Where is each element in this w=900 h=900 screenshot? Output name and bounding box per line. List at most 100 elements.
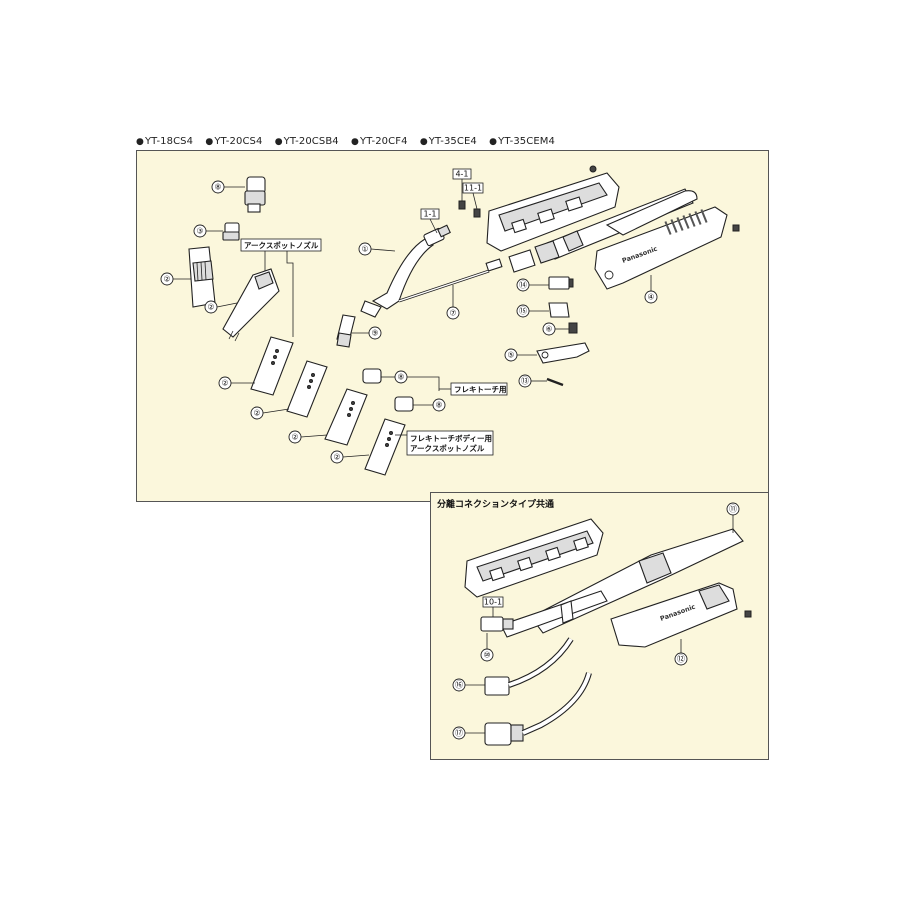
svg-text:4-1: 4-1 bbox=[455, 170, 468, 179]
svg-text:④: ④ bbox=[647, 293, 654, 302]
svg-text:⑥: ⑥ bbox=[545, 325, 552, 334]
svg-text:アークスポットノズル: アークスポットノズル bbox=[410, 443, 485, 453]
svg-text:⑦: ⑦ bbox=[449, 309, 456, 318]
svg-text:②: ② bbox=[163, 275, 170, 284]
model-item: ●YT-18CS4 bbox=[136, 136, 194, 147]
model-item: ●YT-20CSB4 bbox=[274, 136, 339, 147]
callout-2: ② bbox=[218, 376, 232, 390]
svg-text:⑬: ⑬ bbox=[521, 377, 529, 386]
svg-text:⑧: ⑧ bbox=[435, 401, 442, 410]
panel-title: 分離コネクションタイプ共通 bbox=[437, 500, 555, 510]
callout-2: ② bbox=[250, 406, 264, 420]
part-4-handle-cover: Panasonic bbox=[594, 206, 728, 290]
part-2-arc-spot-nozzle-a bbox=[250, 336, 294, 396]
part-9-tip-body bbox=[336, 314, 356, 348]
callout-8: ⑧ bbox=[211, 180, 225, 194]
svg-text:1-1: 1-1 bbox=[423, 210, 436, 219]
callout-6: ⑥ bbox=[542, 322, 556, 336]
model-item: ●YT-20CS4 bbox=[205, 136, 263, 147]
svg-text:②: ② bbox=[207, 303, 214, 312]
part-8-flex-b bbox=[394, 396, 414, 412]
callout-15: ⑮ bbox=[516, 304, 530, 318]
screw-icon bbox=[732, 224, 740, 232]
part-2-arc-spot-nozzle-d bbox=[364, 418, 406, 476]
callout-16: ⑯ bbox=[452, 678, 466, 692]
callout-10-1: 10-1 bbox=[482, 596, 504, 608]
part-7-liner bbox=[398, 258, 503, 303]
svg-text:⑰: ⑰ bbox=[455, 729, 463, 738]
screw-icon bbox=[473, 208, 481, 218]
callout-14: ⑭ bbox=[516, 278, 530, 292]
svg-text:⑫: ⑫ bbox=[677, 655, 685, 664]
callout-11: ⑪ bbox=[726, 502, 740, 516]
callout-1-1: 1-1 bbox=[420, 208, 440, 220]
callout-13: ⑬ bbox=[518, 374, 532, 388]
svg-text:②: ② bbox=[221, 379, 228, 388]
part-8-flex-a bbox=[362, 368, 382, 384]
callout-4-1: 4-1 bbox=[452, 168, 472, 180]
svg-text:10-1: 10-1 bbox=[484, 598, 502, 607]
part-12-handle-cover: Panasonic bbox=[610, 582, 738, 648]
svg-text:フレキトーチボディー用: フレキトーチボディー用 bbox=[410, 433, 492, 443]
part-6-spring bbox=[568, 322, 578, 334]
screw-icon bbox=[458, 200, 466, 210]
callout-17: ⑰ bbox=[452, 726, 466, 740]
main-exploded-diagram: ⑧ ③ ② アークスポットノズル bbox=[160, 165, 740, 476]
label-flex-torch: フレキトーチ用 bbox=[450, 382, 508, 396]
callout-2: ② bbox=[288, 430, 302, 444]
model-list: ●YT-18CS4 ●YT-20CS4 ●YT-20CSB4 ●YT-20CF4… bbox=[136, 136, 564, 150]
svg-text:②: ② bbox=[253, 409, 260, 418]
svg-text:①: ① bbox=[361, 245, 368, 254]
callout-2: ② bbox=[204, 300, 218, 314]
svg-text:②: ② bbox=[333, 453, 340, 462]
part-handle-body-half bbox=[486, 165, 620, 252]
svg-text:⑤: ⑤ bbox=[507, 351, 514, 360]
svg-text:⑩: ⑩ bbox=[483, 651, 490, 660]
part-14-switch bbox=[548, 276, 574, 290]
callout-2: ② bbox=[330, 450, 344, 464]
main-parts-panel: ⑧ ③ ② アークスポットノズル bbox=[136, 150, 769, 502]
label-arc-spot-nozzle: アークスポットノズル bbox=[240, 238, 322, 252]
callout-4: ④ bbox=[644, 290, 658, 304]
part-power-cable-tube bbox=[508, 188, 698, 273]
svg-text:⑯: ⑯ bbox=[455, 681, 463, 690]
model-item: ●YT-20CF4 bbox=[351, 136, 408, 147]
part-11-body-tube bbox=[500, 528, 744, 638]
part-2-arc-spot-nozzle bbox=[222, 268, 280, 342]
callout-2: ② bbox=[160, 272, 174, 286]
svg-text:フレキトーチ用: フレキトーチ用 bbox=[454, 385, 507, 394]
callout-8: ⑧ bbox=[432, 398, 446, 412]
svg-text:⑨: ⑨ bbox=[371, 329, 378, 338]
svg-text:11-1: 11-1 bbox=[464, 184, 482, 193]
part-16-gas-hose bbox=[484, 637, 574, 696]
callout-11-1: 11-1 bbox=[462, 182, 484, 194]
model-item: ●YT-35CEM4 bbox=[489, 136, 555, 147]
part-handle-body-half-sub bbox=[464, 518, 604, 598]
callout-8: ⑧ bbox=[394, 370, 408, 384]
svg-text:アークスポットノズル: アークスポットノズル bbox=[244, 240, 319, 250]
part-15-switch-cover bbox=[548, 302, 570, 318]
callout-10: ⑩ bbox=[480, 648, 494, 662]
screw-icon bbox=[744, 610, 752, 618]
svg-text:⑭: ⑭ bbox=[519, 281, 527, 290]
part-3-tip bbox=[222, 222, 240, 241]
separation-connection-panel: 分離コネクションタイプ共通 ⑪ 10-1 bbox=[430, 492, 769, 760]
part-13-pin bbox=[546, 377, 564, 387]
label-flex-body-arc-spot: フレキトーチボディー用 アークスポットノズル bbox=[406, 430, 494, 456]
svg-text:⑪: ⑪ bbox=[729, 505, 737, 514]
callout-1: ① bbox=[358, 242, 372, 256]
callout-5: ⑤ bbox=[504, 348, 518, 362]
callout-3: ③ bbox=[193, 224, 207, 238]
part-5-trigger bbox=[536, 342, 590, 364]
part-8-insulator-top bbox=[244, 176, 266, 213]
svg-text:②: ② bbox=[291, 433, 298, 442]
svg-text:⑮: ⑮ bbox=[519, 307, 527, 316]
sub-exploded-diagram: ⑪ 10-1 ⑩ Panasonic ⑫ ⑯ bbox=[452, 502, 752, 746]
part-10-nipple bbox=[480, 616, 514, 632]
part-1-torch-neck bbox=[360, 224, 451, 318]
svg-text:⑧: ⑧ bbox=[397, 373, 404, 382]
part-2-nozzle bbox=[188, 246, 216, 308]
model-item: ●YT-35CE4 bbox=[419, 136, 477, 147]
callout-9: ⑨ bbox=[368, 326, 382, 340]
svg-text:③: ③ bbox=[196, 227, 203, 236]
